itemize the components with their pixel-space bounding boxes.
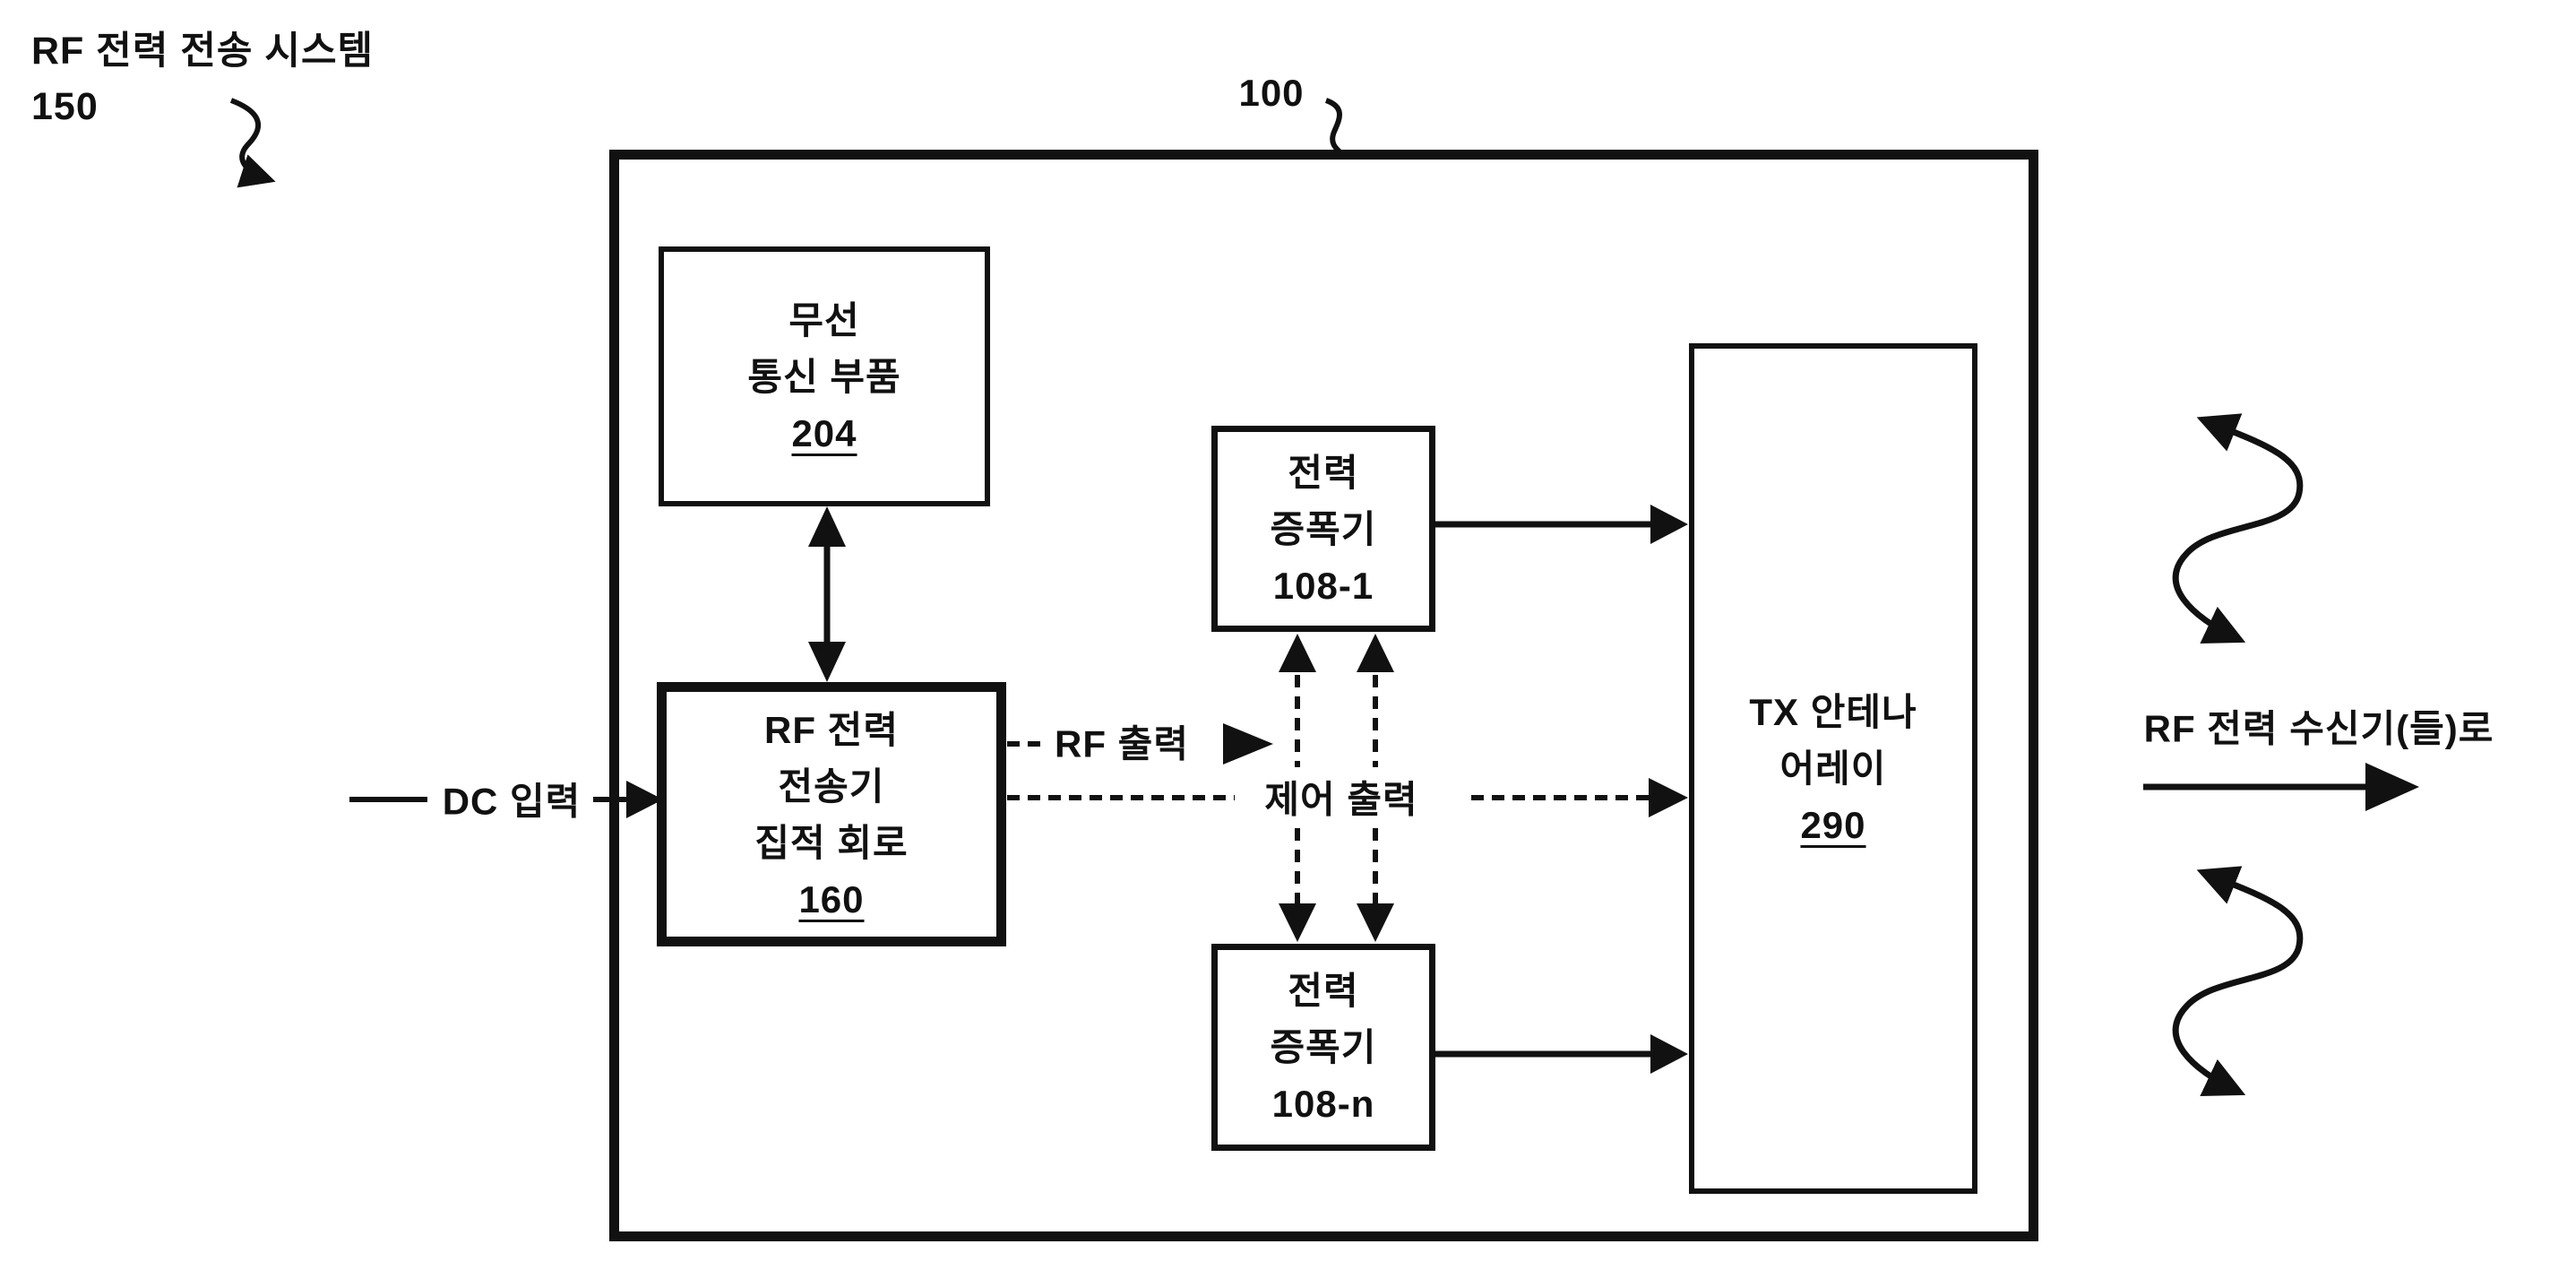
rf-output-label: RF 출력: [1055, 722, 1189, 765]
outer-box-ref-number: 100: [1238, 72, 1305, 114]
pan-to-tx-arrow: [1435, 1034, 1688, 1074]
tx-array-line1: TX 안테나: [1749, 691, 1917, 733]
system-pointer-squiggle-arrow: [229, 98, 276, 188]
wireless-comm-line1: 무선: [788, 298, 860, 341]
pa1-line2: 증폭기: [1270, 507, 1377, 550]
system-ref-number: 150: [31, 85, 99, 129]
to-receivers-arrow: [2143, 763, 2419, 811]
pa1-ref: 108-1: [1272, 564, 1374, 607]
power-amplifier-n-box: 전력 증폭기 108-n: [1211, 944, 1435, 1151]
rf-output-dashed-arrow: [1007, 723, 1273, 765]
wireless-comm-line2: 통신 부품: [747, 355, 901, 398]
rf-wave-squiggle-top: [2172, 413, 2304, 644]
power-amplifier-1-box: 전력 증폭기 108-1: [1211, 426, 1435, 632]
dc-input-arrow: [349, 781, 663, 818]
to-rf-receivers-label: RF 전력 수신기(들)로: [2143, 707, 2494, 750]
rfic-line2: 전송기: [778, 765, 885, 808]
wireless-comm-component-box: 무선 통신 부품 204: [659, 246, 990, 506]
system-title: RF 전력 전송 시스템 150: [31, 23, 374, 135]
rfic-line1: RF 전력: [764, 708, 899, 751]
pan-ref: 108-n: [1271, 1083, 1375, 1125]
rfic-ref: 160: [798, 877, 865, 920]
rfic-line3: 집적 회로: [754, 821, 909, 864]
rf-power-transmitter-ic-box: RF 전력 전송기 집적 회로 160: [657, 682, 1006, 946]
tx-array-line2: 어레이: [1779, 747, 1887, 790]
pan-line1: 전력: [1288, 970, 1359, 1012]
tx-array-ref: 290: [1800, 804, 1866, 846]
pa1-to-tx-arrow: [1435, 505, 1688, 544]
wireless-comm-ref: 204: [791, 411, 857, 454]
pan-line2: 증폭기: [1270, 1026, 1377, 1068]
system-title-text: RF 전력 전송 시스템: [31, 30, 375, 73]
pa-control-dashed-arrow-left: [1279, 634, 1316, 942]
dc-input-label: DC 입력: [442, 780, 582, 823]
control-output-label: 제어 출력: [1264, 778, 1418, 821]
transmitter-outer-box: [609, 150, 2038, 1241]
rf-wave-squiggle-bottom: [2172, 866, 2304, 1097]
pa1-line1: 전력: [1288, 451, 1359, 494]
control-output-dashed-arrow: [1007, 778, 1688, 817]
wireless-rfic-link-arrow: [808, 506, 846, 682]
tx-antenna-array-box: TX 안테나 어레이 290: [1689, 343, 1977, 1194]
pa-control-dashed-arrow-right: [1357, 634, 1394, 942]
outer-box-pointer-squiggle: [1324, 98, 1343, 156]
